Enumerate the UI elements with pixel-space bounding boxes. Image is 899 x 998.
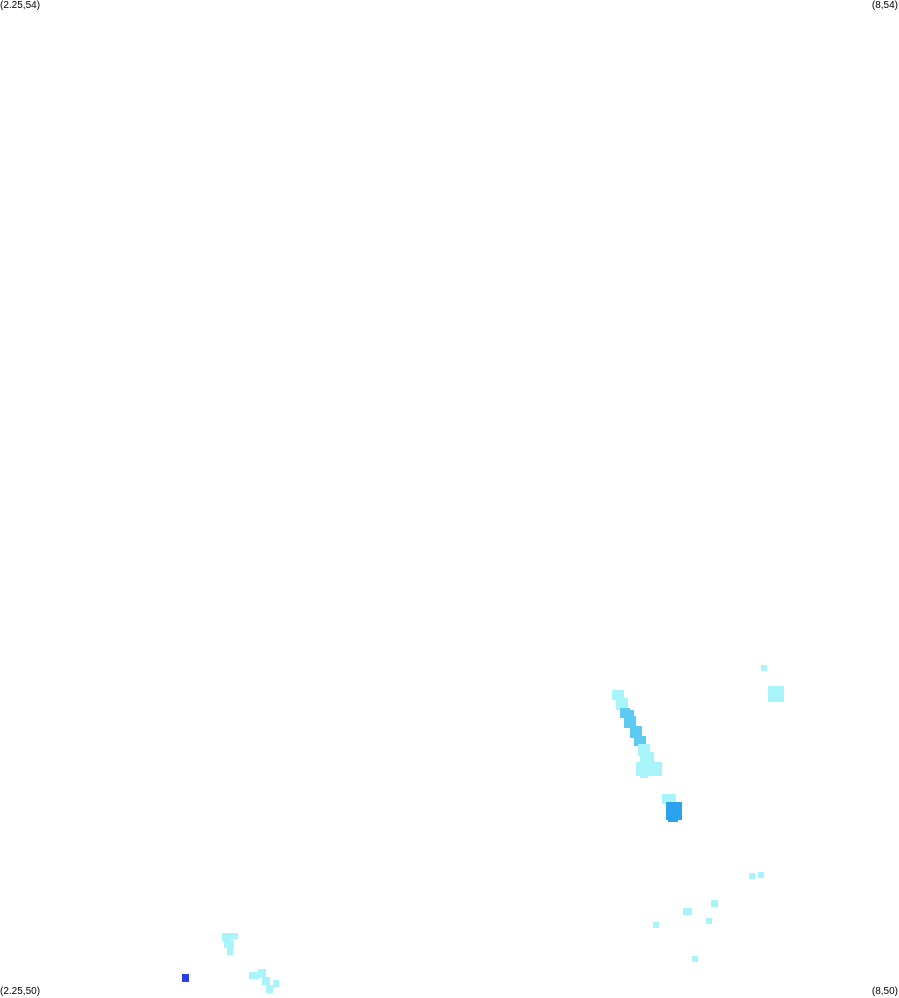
cell-scatter-southeast [653, 872, 764, 962]
map-cell [666, 802, 682, 820]
cell-cluster-center [662, 794, 682, 822]
map-cell [653, 922, 659, 928]
map-cell [224, 940, 234, 948]
map-cell [249, 972, 259, 979]
map-cell [634, 736, 646, 746]
corner-label-bottom-left: (2.25,50) [0, 986, 41, 997]
corner-label-top-left: (2.25,54) [0, 0, 41, 11]
map-cell [273, 980, 279, 987]
map-cell [262, 977, 270, 985]
map-cell [612, 690, 624, 700]
map-cell [768, 686, 784, 702]
map-cell [692, 956, 698, 962]
map-cell [222, 933, 230, 941]
map-cell [706, 918, 712, 924]
map-cell [616, 698, 628, 710]
map-cell [620, 708, 630, 718]
map-cell [230, 933, 238, 939]
map-cell [628, 710, 634, 716]
map-cell [182, 974, 189, 982]
map-cell [668, 816, 678, 822]
map-cell [683, 908, 692, 915]
map-cell [662, 794, 676, 804]
map-cell [761, 665, 767, 671]
map-cell [640, 772, 648, 778]
cell-band-diagonal [612, 690, 662, 778]
map-cell [711, 900, 718, 907]
map-cell [640, 752, 654, 764]
map-cell [266, 985, 273, 993]
corner-label-top-right: (8,54) [871, 0, 898, 11]
map-cell [258, 969, 266, 977]
map-cell [227, 948, 233, 955]
cell-cluster-southwest [182, 933, 279, 993]
map-cell [758, 872, 764, 878]
cell-cluster-northeast [761, 665, 784, 702]
map-cell [636, 762, 662, 776]
map-cell [624, 716, 636, 728]
corner-label-bottom-right: (8,50) [871, 986, 898, 997]
map-cell [630, 726, 642, 738]
map-cell [749, 873, 755, 879]
